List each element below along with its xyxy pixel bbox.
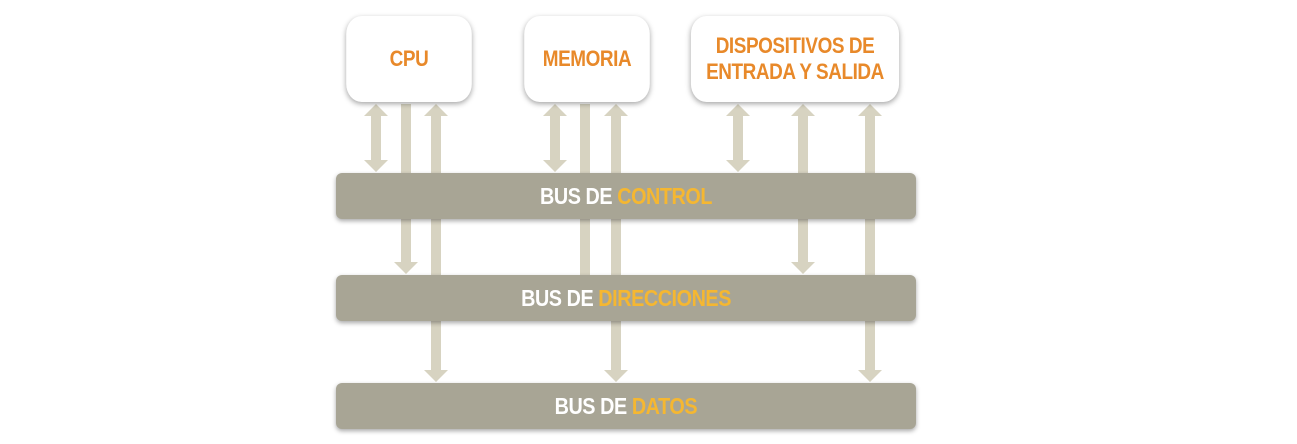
memoria-label: MEMORIA xyxy=(542,46,632,71)
memoria-datos-double-arrow xyxy=(604,104,628,382)
bus-control-prefix: BUS DE xyxy=(539,182,618,209)
bus-datos-prefix: BUS DE xyxy=(554,392,632,419)
cpu-datos-double-arrow xyxy=(424,104,448,382)
memoria-control-double-arrow xyxy=(543,104,567,172)
io-control-double-arrow xyxy=(726,104,750,172)
bus-direcciones-highlight: DIRECCIONES xyxy=(598,284,731,311)
bus-datos-highlight: DATOS xyxy=(631,392,698,419)
bus-direcciones: BUS DE DIRECCIONES xyxy=(336,275,916,321)
cpu-box: CPU xyxy=(346,16,472,102)
bus-direcciones-prefix: BUS DE xyxy=(521,284,599,311)
io-devices-box: DISPOSITIVOS DE ENTRADA Y SALIDA xyxy=(690,16,900,102)
memoria-box: MEMORIA xyxy=(524,16,650,102)
bus-control: BUS DE CONTROL xyxy=(336,173,916,219)
cpu-control-double-arrow xyxy=(364,104,388,172)
io-label-line1: DISPOSITIVOS DE xyxy=(715,33,875,58)
io-datos-double-arrow xyxy=(858,104,882,382)
io-label-line2: ENTRADA Y SALIDA xyxy=(706,59,884,84)
cpu-label: CPU xyxy=(389,46,429,71)
bus-datos: BUS DE DATOS xyxy=(336,383,916,429)
bus-control-highlight: CONTROL xyxy=(617,182,712,209)
